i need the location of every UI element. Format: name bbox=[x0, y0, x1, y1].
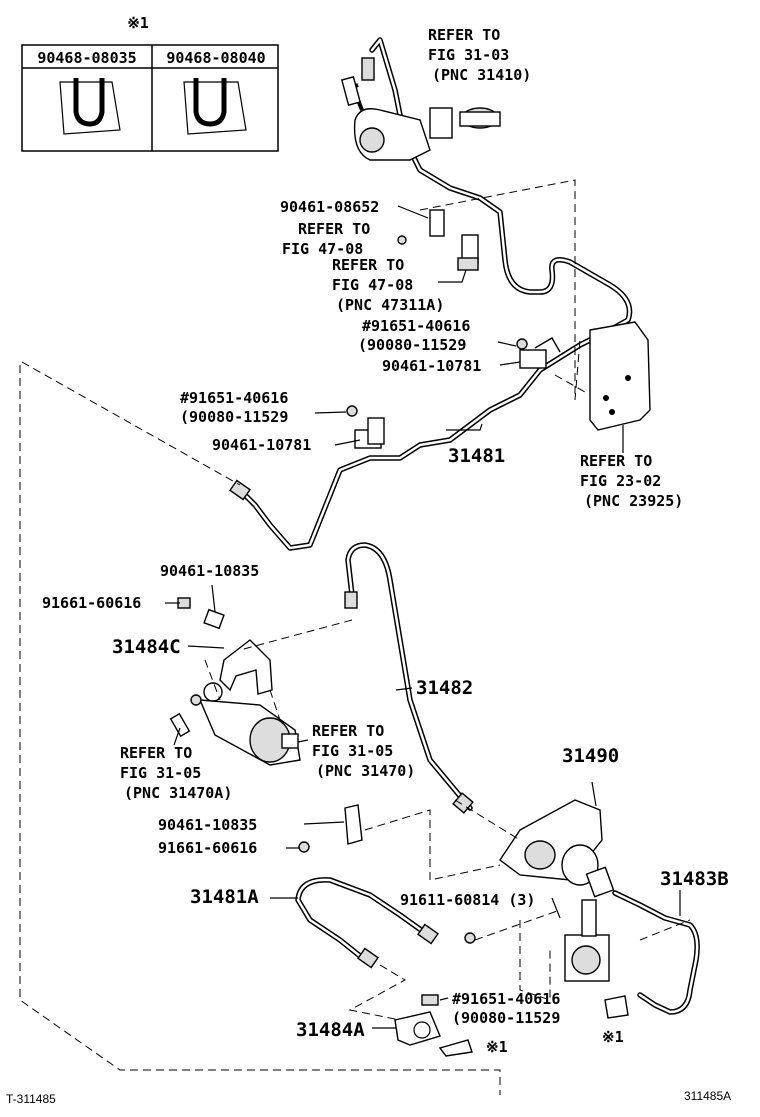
release-cylinder bbox=[169, 682, 301, 766]
ref-fig-23-02: REFER TO FIG 23-02 (PNC 23925) bbox=[580, 452, 683, 510]
bracket-31484c bbox=[219, 639, 273, 695]
label-mid-bolt: #91651-40616 (90080-11529 bbox=[180, 389, 297, 426]
clamp-part bbox=[397, 209, 479, 271]
labels: REFER TO FIG 31-03 (PNC 31410) 90461-086… bbox=[6, 26, 731, 1106]
label-clamp-10835-low: 90461-10835 bbox=[158, 816, 257, 834]
label-31481a: 31481A bbox=[190, 886, 259, 908]
label-31490: 31490 bbox=[562, 745, 619, 767]
ref-fig-47-08-b: REFER TO FIG 47-08 (PNC 47311A) bbox=[332, 256, 444, 314]
clip-note-b: ※1 bbox=[602, 1028, 624, 1046]
label-low-bolt: #91651-40616 (90080-11529 bbox=[452, 990, 569, 1027]
ref-fig-31-05-left: REFER TO FIG 31-05 (PNC 31470A) bbox=[120, 744, 232, 802]
label-31481: 31481 bbox=[448, 445, 505, 467]
figure-id: 311485A bbox=[684, 1089, 731, 1103]
bracket-plate bbox=[589, 321, 651, 431]
clamp-part bbox=[177, 597, 225, 630]
hose-31481a bbox=[295, 877, 476, 969]
guide-lines bbox=[19, 179, 691, 1095]
clamp-part bbox=[346, 405, 385, 449]
legend-table: ※1 90468-08035 90468-08040 bbox=[21, 14, 279, 152]
ref-fig-47-08-a: REFER TO FIG 47-08 bbox=[282, 220, 379, 258]
bracket-31484a bbox=[394, 994, 629, 1057]
label-mid-clamp: 90461-10781 bbox=[212, 436, 311, 454]
label-upper-bolt: #91651-40616 (90080-11529 bbox=[358, 317, 479, 354]
clip-note-a: ※1 bbox=[486, 1038, 508, 1056]
clamp-part bbox=[298, 804, 363, 853]
master-cylinder bbox=[340, 76, 501, 161]
tube-31482 bbox=[344, 542, 474, 814]
tube-31483b bbox=[612, 890, 700, 1015]
label-31482: 31482 bbox=[416, 677, 473, 699]
label-31483b: 31483B bbox=[660, 868, 729, 890]
label-90461-08652: 90461-08652 bbox=[280, 198, 379, 216]
ref-fig-31-05-right: REFER TO FIG 31-05 (PNC 31470) bbox=[312, 722, 415, 780]
ref-fig-31-03: REFER TO FIG 31-03 (PNC 31410) bbox=[428, 26, 531, 84]
label-bolt-60814: 91611-60814 (3) bbox=[400, 891, 535, 909]
tube-31481 bbox=[229, 37, 633, 551]
legend-note-mark: ※1 bbox=[127, 14, 149, 32]
leader-lines bbox=[165, 205, 681, 1029]
legend-col-2: 90468-08040 bbox=[166, 49, 265, 67]
u-clip-icon bbox=[183, 78, 247, 135]
label-bolt-60616-low: 91661-60616 bbox=[158, 839, 257, 857]
u-clip-icon bbox=[59, 78, 121, 135]
legend-col-1: 90468-08035 bbox=[37, 49, 136, 67]
label-clamp-10835-top: 90461-10835 bbox=[160, 562, 259, 580]
figure-code: T-311485 bbox=[6, 1092, 56, 1106]
label-upper-clamp: 90461-10781 bbox=[382, 357, 481, 375]
accumulator-31490 bbox=[499, 799, 615, 982]
label-31484c: 31484C bbox=[112, 636, 181, 658]
label-bolt-60616-top: 91661-60616 bbox=[42, 594, 141, 612]
label-31484a: 31484A bbox=[296, 1019, 365, 1041]
clamp-part bbox=[516, 337, 561, 369]
